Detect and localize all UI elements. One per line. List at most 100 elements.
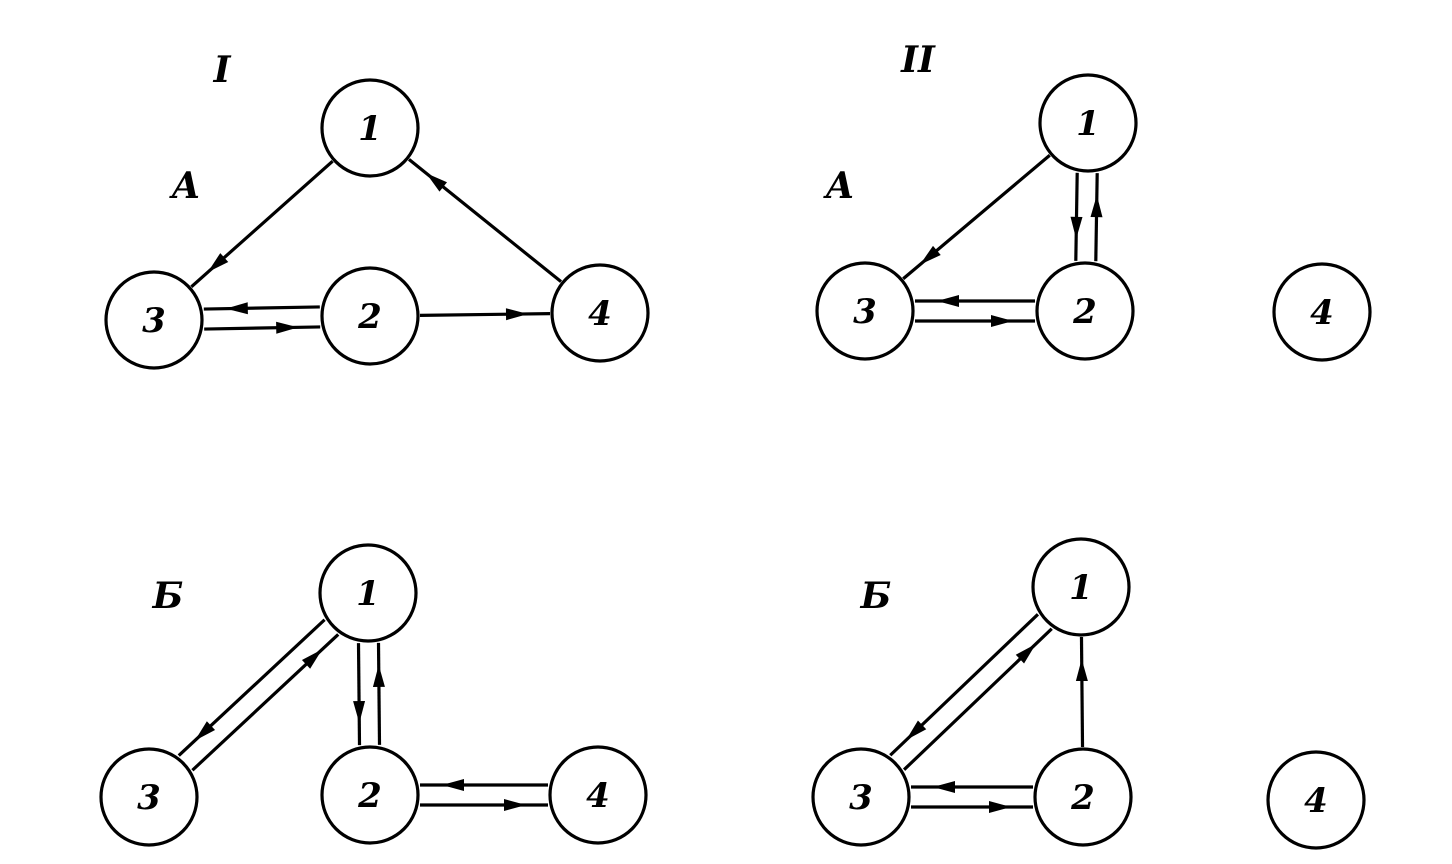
arrowhead	[1075, 658, 1088, 682]
node-circle	[318, 543, 418, 643]
node-circle	[815, 261, 915, 361]
node-label: 4	[1310, 293, 1334, 333]
node-IB-3: 3	[99, 747, 199, 847]
node-IIB-3: 3	[811, 747, 911, 847]
edge-IIA-1-to-2	[1070, 172, 1083, 261]
node-label: 3	[137, 778, 161, 818]
arrowhead	[504, 799, 526, 811]
edge-IIB-2-to-3	[911, 781, 1033, 793]
edge-IA-2-to-4	[419, 308, 551, 321]
panel-letter-label: Б	[860, 575, 892, 617]
arrowhead	[933, 781, 955, 793]
arrowhead	[276, 321, 299, 334]
node-circle	[99, 747, 199, 847]
arrowhead	[442, 779, 464, 791]
panel-roman-label: I	[213, 49, 232, 91]
arrowhead	[1015, 643, 1036, 664]
node-circle	[1266, 750, 1366, 850]
node-IIA-2: 2	[1035, 261, 1135, 361]
node-IIB-4: 4	[1266, 750, 1366, 850]
arrowhead	[225, 302, 248, 315]
node-label: 4	[586, 776, 610, 816]
node-circle	[548, 745, 648, 845]
panel-letter-label: А	[822, 165, 854, 207]
edge-IIB-2-to-1	[1075, 636, 1088, 748]
node-label: 3	[849, 778, 873, 818]
arrowhead	[906, 720, 927, 741]
edge-IB-2-to-4	[420, 799, 548, 811]
arrowhead	[194, 721, 216, 741]
arrowhead	[991, 315, 1013, 327]
node-IIB-1: 1	[1031, 537, 1131, 637]
edge-IIB-3-to-2	[911, 801, 1033, 813]
edge-IIA-3-to-2	[915, 315, 1035, 327]
edge-IB-1-to-3	[177, 618, 326, 757]
arrowhead	[301, 649, 323, 669]
node-label: 4	[588, 294, 612, 334]
node-IA-1: 1	[320, 78, 420, 178]
node-IIB-2: 2	[1033, 747, 1133, 847]
panel-roman-label: II	[900, 39, 936, 81]
panel-letter-label: Б	[152, 575, 184, 617]
node-label: 3	[142, 301, 166, 341]
arrowhead	[353, 701, 366, 724]
edge-IIA-2-to-3	[915, 295, 1035, 307]
node-label: 4	[1304, 781, 1328, 821]
node-circle	[1272, 262, 1372, 362]
arrowhead	[505, 308, 529, 321]
arrowhead	[937, 295, 959, 307]
edge-IB-4-to-2	[420, 779, 548, 791]
node-circle	[1031, 537, 1131, 637]
node-label: 2	[1072, 292, 1097, 332]
edge-IA-1-to-3	[190, 160, 334, 288]
node-circle	[811, 747, 911, 847]
node-IB-1: 1	[318, 543, 418, 643]
arrowhead	[920, 245, 941, 265]
panel-labels-layer: I А II А Б Б	[152, 39, 936, 617]
edge-IIB-3-to-1	[902, 627, 1053, 771]
node-circle	[104, 270, 204, 370]
node-circle	[320, 745, 420, 845]
arrowhead	[207, 253, 229, 273]
arrowhead	[426, 173, 448, 192]
edge-IA-3-to-2	[204, 321, 321, 334]
nodes-layer: 1 2 3 4 1 2 3 4 1 2 3 4 1 2 3 4	[99, 73, 1372, 850]
node-label: 2	[357, 297, 382, 337]
edges-layer	[177, 154, 1103, 813]
node-circle	[1033, 747, 1133, 847]
edge-IB-3-to-1	[191, 633, 340, 772]
node-IA-2: 2	[320, 266, 420, 366]
node-IB-4: 4	[548, 745, 648, 845]
edge-IB-1-to-2	[353, 643, 366, 746]
node-IA-3: 3	[104, 270, 204, 370]
edge-IIA-1-to-3	[902, 154, 1051, 280]
node-label: 1	[356, 574, 380, 614]
node-label: 1	[1069, 568, 1093, 608]
node-label: 2	[1070, 778, 1095, 818]
node-circle	[550, 263, 650, 363]
node-label: 1	[1076, 104, 1100, 144]
edge-IA-2-to-3	[203, 302, 320, 315]
node-IIA-4: 4	[1272, 262, 1372, 362]
node-label: 3	[853, 292, 877, 332]
node-circle	[320, 78, 420, 178]
node-IIA-1: 1	[1038, 73, 1138, 173]
node-IB-2: 2	[320, 745, 420, 845]
node-circle	[1038, 73, 1138, 173]
node-circle	[320, 266, 420, 366]
node-label: 1	[358, 109, 382, 149]
edge-IIA-2-to-1	[1090, 173, 1103, 262]
panel-letter-label: А	[168, 165, 200, 207]
node-IA-4: 4	[550, 263, 650, 363]
edge-IIB-1-to-3	[889, 613, 1040, 757]
edge-IA-4-to-1	[407, 158, 563, 283]
arrowhead	[989, 801, 1011, 813]
node-IIA-3: 3	[815, 261, 915, 361]
edge-IB-2-to-1	[372, 642, 385, 745]
node-circle	[1035, 261, 1135, 361]
arrowhead	[372, 664, 385, 687]
arrowhead	[1070, 216, 1083, 239]
node-label: 2	[357, 776, 382, 816]
arrowhead	[1090, 195, 1103, 218]
